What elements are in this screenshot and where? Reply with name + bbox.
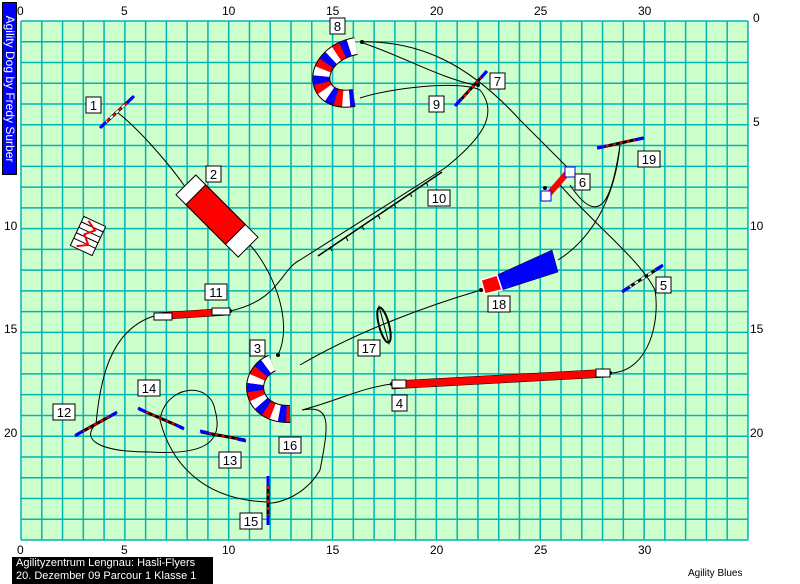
y-tick-right: 0	[753, 11, 760, 25]
x-tick-bottom: 5	[121, 543, 128, 557]
obstacle-number-label: 10	[432, 191, 446, 206]
obstacle-number-label: 8	[334, 19, 341, 34]
obstacle-18-tunnel[interactable]	[480, 249, 559, 295]
obstacle-number-10: 10	[427, 189, 451, 207]
obstacle-11-tunnel[interactable]	[153, 307, 231, 321]
event-info: Agilityzentrum Lengnau: Hasli-Flyers 20.…	[12, 557, 213, 584]
obstacle-number-7: 7	[489, 72, 506, 90]
obstacle-number-label: 17	[362, 341, 376, 356]
obstacle-number-label: 13	[223, 453, 237, 468]
tunnel-3-stripes	[247, 355, 291, 423]
obstacle-number-label: 5	[660, 278, 667, 293]
obstacle-number-18: 18	[487, 295, 511, 313]
obstacle-number-label: 19	[642, 152, 656, 167]
obstacle-number-11: 11	[204, 283, 228, 301]
obstacle-number-label: 2	[210, 167, 217, 182]
x-tick-top: 25	[534, 4, 548, 18]
obstacle-number-17: 17	[357, 339, 381, 357]
obstacle-number-16: 16	[278, 436, 302, 454]
x-tick-top: 5	[121, 4, 128, 18]
axis-labels: 0 5 10 15 20 25 30 0 5 10 15 20 25 30 0 …	[4, 4, 764, 557]
obstacle-19-jump[interactable]	[596, 136, 645, 150]
obstacle-13-jump[interactable]	[199, 429, 247, 443]
obstacle-5-jump[interactable]	[621, 263, 664, 294]
brand-label: Agility Blues	[688, 568, 743, 579]
obstacle-number-label: 4	[396, 396, 403, 411]
x-tick-top: 20	[430, 4, 444, 18]
obstacle-number-15: 15	[239, 512, 263, 530]
x-tick-top: 15	[326, 4, 340, 18]
obstacle-6-tire[interactable]	[540, 166, 576, 202]
obstacle-number-label: 12	[57, 405, 71, 420]
y-tick-right: 10	[750, 219, 764, 233]
obstacle-number-4: 4	[391, 394, 408, 412]
y-tick-right: 20	[750, 426, 764, 440]
author-text: Agility Dog by Fredy Surber	[2, 15, 17, 162]
obstacle-number-8: 8	[329, 17, 346, 35]
x-tick-top: 10	[222, 4, 236, 18]
x-tick-bottom: 25	[534, 543, 548, 557]
obstacle-number-9: 9	[428, 95, 445, 113]
tunnel-3-stripes	[247, 355, 291, 423]
x-tick-bottom: 30	[638, 543, 652, 557]
obstacle-number-label: 6	[579, 175, 586, 190]
x-tick-top: 0	[17, 4, 24, 18]
course-path	[90, 41, 657, 504]
y-tick-right: 15	[750, 322, 764, 336]
field-area	[21, 21, 748, 540]
obstacle-number-12: 12	[52, 403, 76, 421]
obstacle-number-label: 16	[283, 438, 297, 453]
obstacle-17-tire[interactable]	[374, 304, 394, 345]
obstacle-7-9-jump[interactable]	[453, 70, 489, 107]
obstacle-number-5: 5	[655, 276, 672, 294]
tunnel-8-stripes	[313, 38, 359, 107]
author-banner: Agility Dog by Fredy Surber	[2, 2, 17, 175]
obstacle-1-jump[interactable]	[98, 94, 136, 130]
obstacle-12-jump[interactable]	[74, 410, 118, 438]
event-venue: Agilityzentrum Lengnau: Hasli-Flyers	[16, 557, 196, 569]
y-tick-left: 10	[4, 219, 18, 233]
x-tick-top: 30	[638, 4, 652, 18]
obstacle-number-label: 11	[209, 285, 223, 300]
y-tick-left: 20	[4, 426, 18, 440]
x-tick-bottom: 10	[222, 543, 236, 557]
obstacle-number-2: 2	[205, 165, 222, 183]
obstacle-number-label: 3	[254, 341, 261, 356]
obstacle-number-13: 13	[218, 451, 242, 469]
obstacle-number-1: 1	[85, 96, 102, 114]
obstacle-number-label: 7	[494, 74, 501, 89]
obstacle-number-14: 14	[137, 379, 161, 397]
obstacle-2-tunnel[interactable]	[175, 174, 259, 258]
x-tick-bottom: 0	[17, 543, 24, 557]
event-date-class: 20. Dezember 09 Parcour 1 Klasse 1	[16, 570, 197, 582]
y-tick-right: 5	[753, 115, 760, 129]
x-tick-bottom: 15	[326, 543, 340, 557]
obstacle-number-label: 18	[492, 297, 506, 312]
obstacle-number-6: 6	[574, 173, 591, 191]
obstacle-number-label: 9	[433, 97, 440, 112]
x-tick-bottom: 20	[430, 543, 444, 557]
obstacle-number-label: 15	[244, 514, 258, 529]
obstacle-4-dogwalk[interactable]	[391, 368, 611, 390]
obstacle-10-weave[interactable]	[317, 171, 443, 257]
obstacle-number-label: 1	[90, 98, 97, 113]
y-tick-left: 15	[4, 322, 18, 336]
ladder-obstacle	[69, 215, 107, 257]
obstacle-number-19: 19	[637, 150, 661, 168]
obstacle-number-label: 14	[142, 381, 156, 396]
obstacle-14-jump[interactable]	[137, 406, 185, 431]
obstacle-number-3: 3	[249, 339, 266, 357]
